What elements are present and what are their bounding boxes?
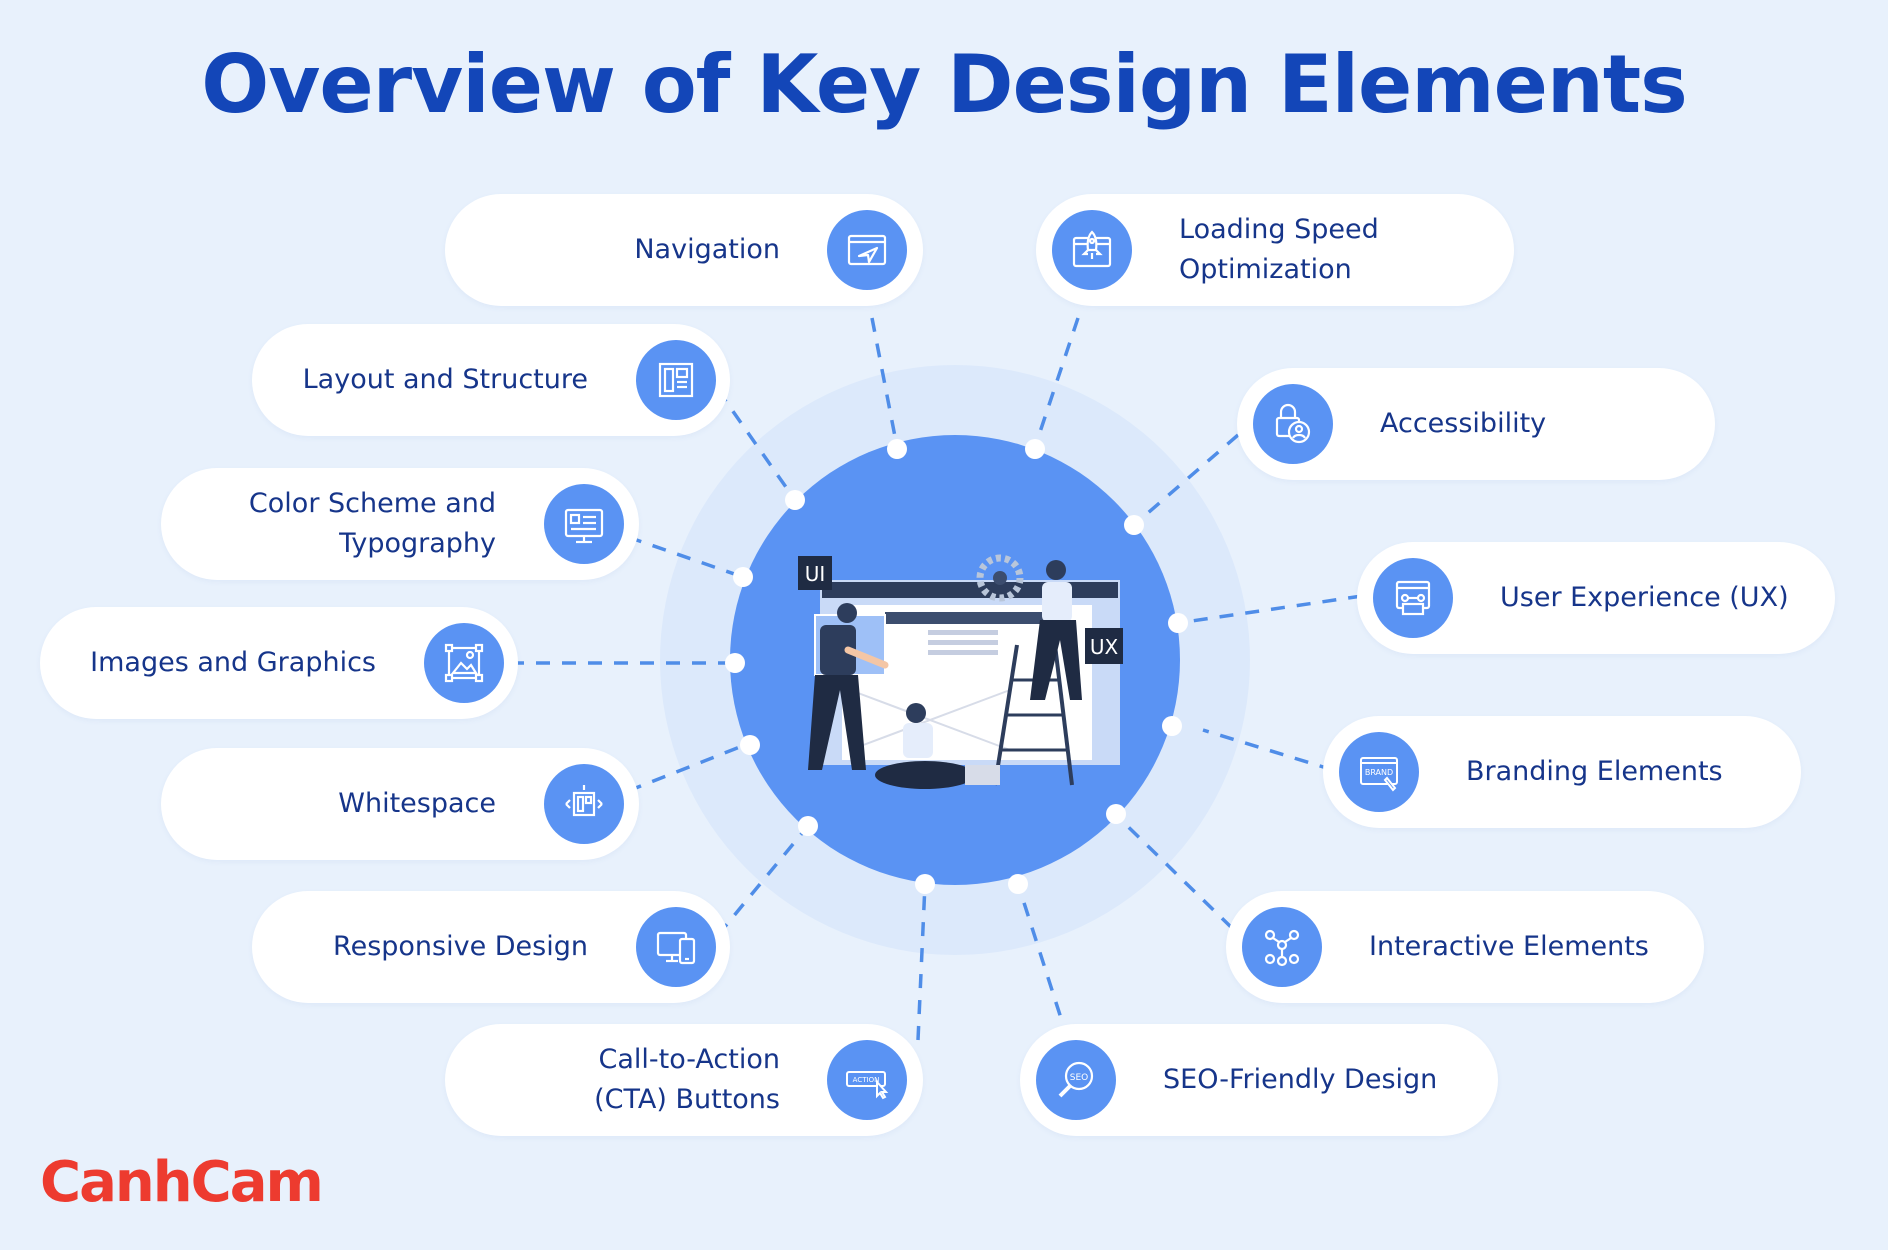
ui-tag: UI <box>805 562 826 586</box>
seo-search-icon: SEO <box>1036 1040 1116 1120</box>
loading-label-line2: Optimization <box>1179 254 1352 285</box>
accessibility-card: Accessibility <box>1237 368 1715 480</box>
lock-user-icon <box>1253 384 1333 464</box>
brand-logo: CanhCam <box>40 1150 324 1215</box>
whitespace-label: Whitespace <box>338 788 496 819</box>
connector-color <box>627 535 744 579</box>
interactive-label: Interactive Elements <box>1369 931 1649 962</box>
responsive-label: Responsive Design <box>333 931 588 962</box>
page-title: Overview of Key Design Elements <box>201 38 1687 131</box>
ux-label: User Experience (UX) <box>1500 582 1789 613</box>
ux-tag: UX <box>1090 635 1119 659</box>
connector-seo <box>1016 883 1070 1041</box>
action-icon-text: ACTION <box>853 1076 880 1084</box>
seo-label: SEO-Friendly Design <box>1163 1064 1438 1095</box>
layout-label: Layout and Structure <box>302 364 588 395</box>
connector-branding <box>1202 728 1334 772</box>
ux-flow-icon <box>1373 558 1453 638</box>
layout-grid-icon <box>636 340 716 420</box>
seo-card: SEO SEO-Friendly Design <box>1020 1024 1498 1136</box>
connector-layout <box>716 388 797 502</box>
brand-icon-text: BRAND <box>1365 768 1393 777</box>
accessibility-label: Accessibility <box>1380 408 1547 439</box>
connector-loading <box>1033 317 1080 448</box>
loading-label-line1: Loading Speed <box>1179 214 1379 245</box>
connector-responsive <box>716 824 810 937</box>
action-button-icon: ACTION <box>827 1040 907 1120</box>
layout-card: Layout and Structure <box>252 324 730 436</box>
cta-label-line2: (CTA) Buttons <box>594 1084 780 1115</box>
connector-whitespace <box>627 741 751 793</box>
connector-cta <box>916 883 927 1041</box>
color-typography-label-line2: Typography <box>339 528 496 559</box>
images-label: Images and Graphics <box>90 647 376 678</box>
branding-label: Branding Elements <box>1466 756 1723 787</box>
devices-icon <box>636 907 716 987</box>
brand-pen-icon: BRAND <box>1339 732 1419 812</box>
cta-label-line1: Call-to-Action <box>598 1044 780 1075</box>
connector-ux <box>1177 594 1363 625</box>
image-frame-icon <box>424 623 504 703</box>
connector-accessibility <box>1132 433 1240 527</box>
images-card: Images and Graphics <box>40 607 518 719</box>
rocket-icon <box>1052 210 1132 290</box>
interactive-card: Interactive Elements <box>1226 891 1704 1003</box>
navigation-card: Navigation <box>445 194 923 306</box>
ux-card: User Experience (UX) <box>1357 542 1835 654</box>
cta-card: Call-to-Action (CTA) Buttons ACTION <box>445 1024 923 1136</box>
designers-illustration: UI UX <box>798 554 1123 789</box>
seo-icon-text: SEO <box>1070 1073 1088 1083</box>
paper-plane-window-icon <box>827 210 907 290</box>
whitespace-layout-icon <box>544 764 624 844</box>
whitespace-card: Whitespace <box>161 748 639 860</box>
branding-card: BRAND Branding Elements <box>1323 716 1801 828</box>
palette-monitor-icon <box>544 484 624 564</box>
navigation-label: Navigation <box>634 234 780 265</box>
network-nodes-icon <box>1242 907 1322 987</box>
connector-interactive <box>1114 813 1234 930</box>
connector-dots <box>725 439 1188 894</box>
connector-navigation <box>870 317 899 448</box>
responsive-card: Responsive Design <box>252 891 730 1003</box>
color-typography-label-line1: Color Scheme and <box>248 488 496 519</box>
